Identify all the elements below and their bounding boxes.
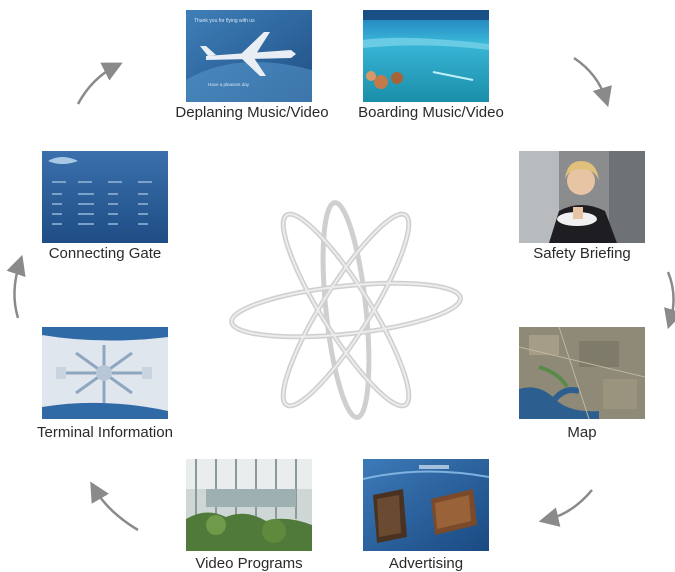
label-advertising: Advertising bbox=[388, 555, 464, 572]
label-video: Video Programs bbox=[195, 555, 303, 572]
screen-thank-you-text: Thank you for flying with us bbox=[194, 18, 255, 24]
atom-orbit-icon bbox=[229, 200, 463, 420]
label-map: Map bbox=[567, 424, 597, 441]
screen-pleasant-day-text: Have a pleasant day bbox=[208, 82, 250, 87]
label-gate: Connecting Gate bbox=[48, 245, 162, 262]
airplane-icon bbox=[200, 32, 296, 76]
arrow-safety-to-map bbox=[664, 271, 675, 330]
label-deplaning: Deplaning Music/Video bbox=[175, 104, 329, 121]
arrow-boarding-to-safety bbox=[573, 56, 612, 108]
label-terminal: Terminal Information bbox=[37, 424, 173, 441]
map-screen-image bbox=[519, 327, 645, 419]
gate-screen-image bbox=[42, 151, 168, 243]
arrow-video-to-terminal bbox=[90, 481, 139, 532]
arrow-terminal-to-gate bbox=[6, 254, 26, 319]
label-boarding: Boarding Music/Video bbox=[358, 104, 504, 121]
terminal-screen-image bbox=[42, 327, 168, 419]
arrow-map-to-advertising bbox=[538, 489, 593, 527]
video-screen-image bbox=[186, 459, 312, 551]
arrow-gate-to-deplaning bbox=[76, 62, 123, 105]
deplaning-screen-image: Thank you for flying with us Have a plea… bbox=[186, 10, 312, 102]
boarding-screen-image bbox=[363, 10, 489, 102]
label-safety: Safety Briefing bbox=[533, 245, 631, 262]
safety-screen-image bbox=[519, 151, 645, 243]
advertising-screen-image bbox=[363, 459, 489, 551]
